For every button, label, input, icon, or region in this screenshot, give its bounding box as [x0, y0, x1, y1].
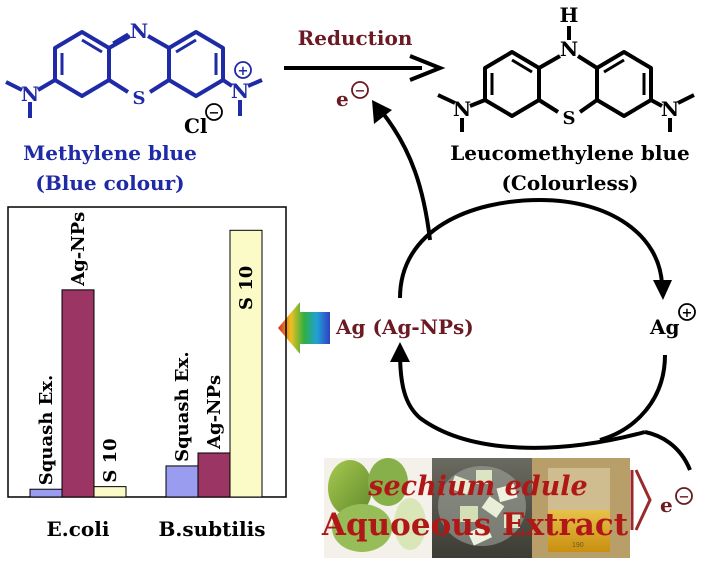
- mb-atom-s: S: [133, 88, 146, 109]
- methylene-blue-colour-note: (Blue colour): [35, 171, 184, 195]
- reduction-label: Reduction: [298, 26, 413, 50]
- category-label-bsubtilis: B.subtilis: [159, 517, 266, 541]
- arc-to-silver-np: [398, 351, 646, 450]
- silver-ion-charge: [678, 303, 696, 321]
- mb-atom-n-top: N: [130, 19, 148, 43]
- lmb-atom-n-top: N: [560, 37, 578, 61]
- electron-label-top: e: [336, 87, 349, 111]
- electron-label-bottom: e: [660, 493, 673, 517]
- methylene-blue-structure: [5, 30, 263, 118]
- lmb-atom-n-left: N: [453, 97, 471, 121]
- bar-label-agnps: Ag-NPs: [204, 375, 225, 450]
- lmb-atom-s: S: [563, 108, 576, 129]
- chloride-label: Cl: [184, 114, 208, 138]
- electron-top-charge: [351, 81, 369, 99]
- leucomethylene-colour-note: (Colourless): [501, 171, 638, 195]
- bar-bsubtilis-agnps: [197, 452, 231, 498]
- extract-electron-arrow: [634, 469, 652, 531]
- catalytic-cycle: [372, 100, 692, 471]
- category-label-ecoli: E.coli: [47, 517, 110, 541]
- silver-ion-label: Ag: [649, 315, 680, 339]
- lmb-atom-h: H: [560, 3, 579, 27]
- methylene-blue-name: Methylene blue: [23, 141, 197, 165]
- arrow-from-extract-electron: [644, 430, 692, 471]
- mb-positive-charge: [234, 61, 252, 79]
- chart-frame: [7, 206, 287, 498]
- leucomethylene-blue-name: Leucomethylene blue: [450, 141, 690, 165]
- extract-photo-strip: 190 sechium edule Aquoeous Extract: [321, 458, 652, 558]
- arrow-to-electron-top: [380, 110, 432, 241]
- bar-bsubtilis-squashex: [165, 465, 199, 498]
- mb-atom-n-left: N: [21, 82, 39, 106]
- bar-bsubtilis-s10: [229, 229, 263, 498]
- mb-plus-sign: +: [238, 64, 249, 79]
- electron-bottom-charge: [675, 487, 693, 505]
- beaker-marking: 190: [572, 542, 584, 549]
- bar-label-agnps: Ag-NPs: [68, 212, 89, 287]
- chloride-minus-sign: −: [209, 106, 220, 121]
- extract-species-label: sechium edule: [367, 471, 587, 502]
- arc-to-silver-ion: [398, 197, 664, 299]
- electron-bottom-minus: −: [679, 490, 690, 505]
- rainbow-arrow: [278, 302, 330, 354]
- arc-from-silver-ion: [599, 354, 667, 442]
- extract-name-label: Aquoeous Extract: [321, 507, 629, 543]
- lmb-atom-n-right: N: [661, 97, 679, 121]
- electron-top-minus: −: [355, 84, 366, 99]
- bar-ecoli-agnps: [61, 289, 95, 498]
- silver-ion-plus: +: [682, 306, 693, 321]
- bar-label-squashex: Squash Ex.: [36, 375, 57, 486]
- bar-label-squashex: Squash Ex.: [172, 351, 193, 462]
- silver-nanoparticle-label: Ag (Ag-NPs): [335, 315, 474, 339]
- bar-label-s10: S 10: [236, 266, 257, 310]
- reduction-arrowhead: [409, 54, 446, 82]
- antibacterial-bar-chart: Squash Ex. Ag-NPs S 10 Squash Ex. Ag-NPs S 10…: [7, 206, 287, 541]
- bar-label-s10: S 10: [100, 438, 121, 482]
- mb-atom-n-right: N: [231, 79, 249, 103]
- chloride-negative-charge: [205, 103, 223, 121]
- bar-ecoli-squashex: [29, 488, 63, 498]
- leucomethylene-blue-structure: [437, 26, 695, 132]
- bar-ecoli-s10: [93, 486, 127, 498]
